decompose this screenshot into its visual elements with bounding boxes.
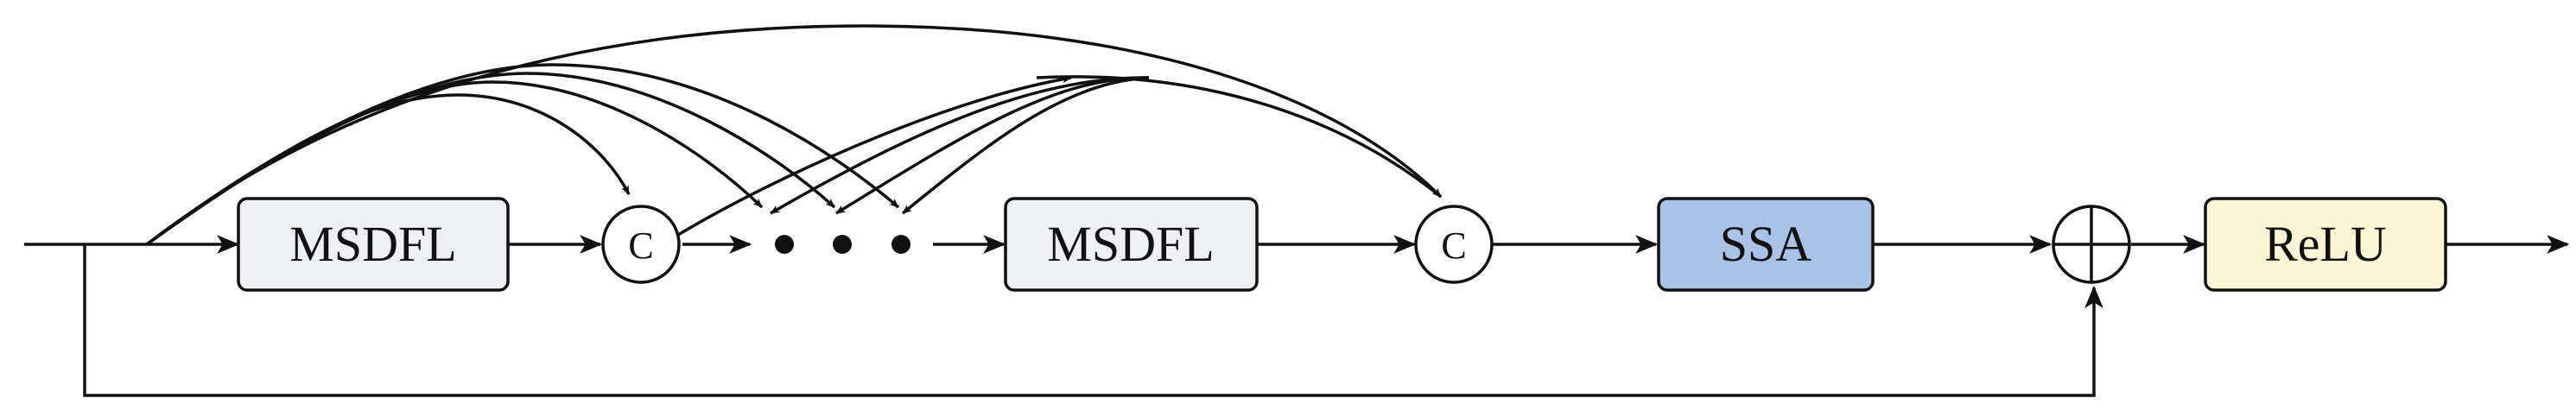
relu-block: ReLU bbox=[2204, 197, 2447, 292]
dense-connections bbox=[145, 24, 1443, 246]
dense-arc-to-concat2 bbox=[1036, 75, 1443, 199]
ssa-block: SSA bbox=[1657, 197, 1875, 292]
ellipsis-dots bbox=[775, 235, 910, 254]
msdfl-block-2: MSDFL bbox=[1004, 197, 1259, 292]
dense-arc-msdfl2-1 bbox=[770, 76, 1150, 215]
concat-node-2: C bbox=[1414, 205, 1494, 284]
msdfl-block-2-label: MSDFL bbox=[1047, 216, 1214, 272]
dense-arc-msdfl2-2 bbox=[835, 76, 1150, 215]
msdfl-block-1: MSDFL bbox=[237, 197, 510, 292]
dense-arc-input-3 bbox=[145, 63, 900, 246]
ssa-block-label: SSA bbox=[1720, 216, 1812, 272]
concat-node-1: C bbox=[601, 205, 681, 284]
concat-node-1-label: C bbox=[628, 224, 653, 267]
relu-block-label: ReLU bbox=[2264, 216, 2387, 272]
concat-node-2-label: C bbox=[1441, 224, 1466, 267]
dense-arc-msdfl2-3 bbox=[901, 76, 1150, 215]
sum-node bbox=[2052, 205, 2131, 284]
msdfl-block-1-label: MSDFL bbox=[289, 216, 456, 272]
residual-skip-connection bbox=[83, 244, 2103, 397]
dense-arc-concat1-out bbox=[677, 75, 1072, 237]
dense-arc-input-to-concat2 bbox=[145, 24, 1443, 246]
